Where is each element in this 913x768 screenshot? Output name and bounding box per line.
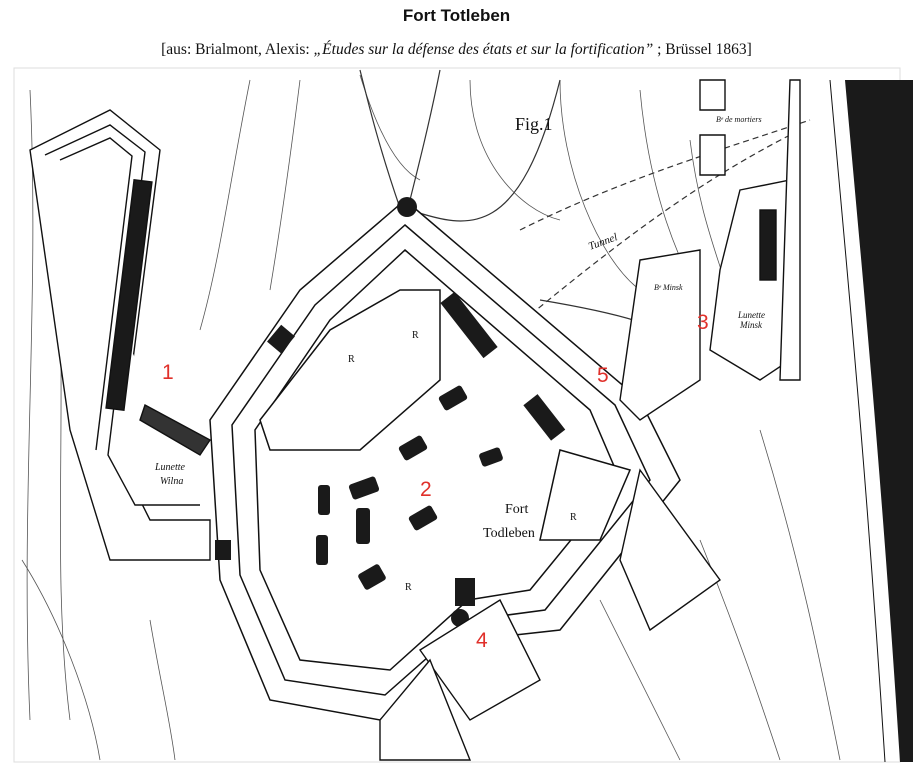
main-fort-ramparts xyxy=(209,199,681,721)
r-label: R xyxy=(405,582,412,593)
marker-3: 3 xyxy=(697,311,709,334)
marker-5: 5 xyxy=(597,364,609,387)
fortification-plan: Fig.1 Fort Todleben Lunette Wilna Lunett… xyxy=(13,67,913,763)
citation-suffix: ; Brüssel 1863] xyxy=(653,41,752,58)
lunette-wilna-label-line2: Wilna xyxy=(160,476,183,487)
mortar-battery-label: Bᵉ de mortiers xyxy=(716,115,762,124)
source-citation: [aus: Brialmont, Alexis: „Études sur la … xyxy=(0,41,913,59)
page-title: Fort Totleben xyxy=(402,6,511,25)
marker-4: 4 xyxy=(476,629,488,652)
casemates xyxy=(215,197,566,627)
fort-name-line1: Fort xyxy=(505,502,528,517)
r-label: R xyxy=(570,512,577,523)
citation-prefix: [aus: Brialmont, Alexis: xyxy=(161,41,314,58)
lunette-minsk-label-line1: Lunette xyxy=(737,310,765,320)
marker-2: 2 xyxy=(420,478,432,501)
r-label: R xyxy=(348,354,355,365)
shoreline xyxy=(829,79,913,763)
fort-name-line2: Todleben xyxy=(483,526,535,541)
lunette-minsk-works xyxy=(619,79,801,632)
minsk-battery-label: Bᵉ Minsk xyxy=(654,283,683,292)
lunette-wilna-ramparts xyxy=(29,109,212,561)
marker-1: 1 xyxy=(162,361,174,384)
lunette-wilna-label-line1: Lunette xyxy=(154,462,186,473)
lower-ravelin xyxy=(379,598,541,761)
lunette-minsk-label-line2: Minsk xyxy=(739,320,763,330)
citation-work-title: „Études sur la défense des états et sur … xyxy=(313,41,654,58)
figure-label: Fig.1 xyxy=(515,114,553,134)
r-label: R xyxy=(412,330,419,341)
